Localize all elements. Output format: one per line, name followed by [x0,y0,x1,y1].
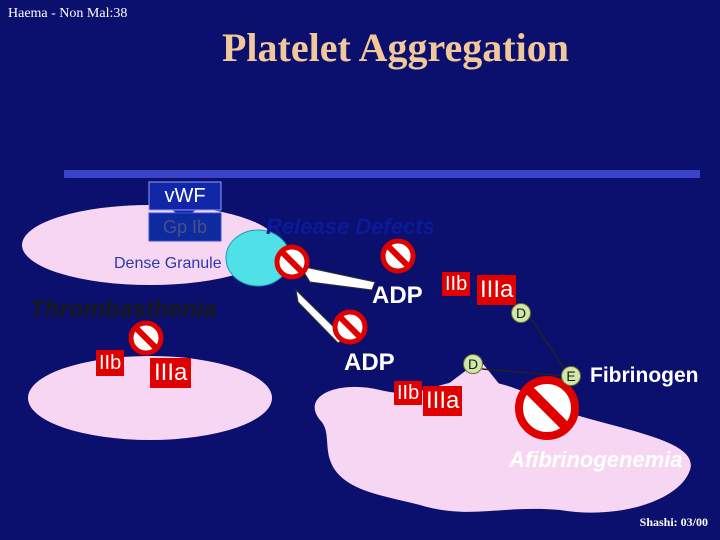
adp-mid-label: ADP [344,349,395,376]
receptor-mid-iiia: IIIa [423,386,463,416]
receptor-top-iib: IIb [442,272,471,296]
vwf-callout-box [148,181,222,211]
platelet-right [314,380,691,513]
connector-fibrinogen-d [481,368,568,377]
receptor-left-iib: IIb [96,350,125,376]
platelet-bottom-left [28,356,272,440]
receptor-mid-iib: IIb [394,381,423,405]
fibrinogen-e: E [561,366,581,386]
receptor-mid-d: D [463,354,483,374]
release-defects-label: Release Defects [266,214,435,239]
ban-icon-thrombasthenia [131,323,161,353]
ban-icon-afibrinogenemia [515,376,579,440]
afibrinogenemia-label: Afibrinogenemia [509,447,683,472]
vwf-label: vWF [164,185,206,207]
arrow-to-adp-top [298,265,376,291]
receptor-top-iiia: IIIa [477,275,517,305]
gp-ib-box [148,212,222,242]
ban-icon-release [383,241,413,271]
ban-icon-adp-mid [335,312,365,342]
dense-granule-label: Dense Granule [114,255,222,272]
header-note: Haema - Non Mal:38 [8,6,128,21]
receptor-top-d: D [511,303,531,323]
slide-title: Platelet Aggregation [222,25,569,70]
gp-ib-label: Gp Ib [162,217,208,237]
adp-top-label: ADP [372,282,423,309]
connector-d-fibrinogen [527,313,569,375]
ban-icon-dense-granule [277,247,307,277]
receptor-left-iiia: IIIa [150,358,192,388]
fibrinogen-label: Fibrinogen [590,364,699,387]
thrombasthenia-label: Thrombasthenia [30,296,217,323]
title-rule [64,170,700,178]
footer-credit: Shashi: 03/00 [639,515,708,529]
platelet-right-tail [440,360,500,390]
